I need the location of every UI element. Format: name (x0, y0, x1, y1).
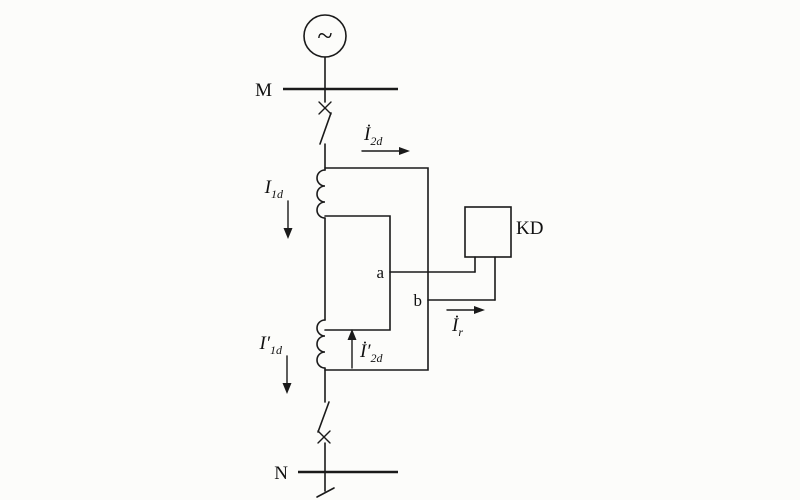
ct-secondary-outer-loop (324, 167, 429, 371)
ir-arrow-head (474, 306, 485, 314)
ir-label: İr (451, 315, 463, 339)
i1d-prime-main: I′ (259, 333, 271, 354)
i1d-arrow-head (283, 228, 293, 239)
ct-bottom-winding (316, 319, 326, 369)
disconnector-top-cross-2 (318, 101, 332, 115)
relay-kd: KD (464, 206, 543, 301)
continuation-slash (316, 487, 335, 498)
busbar-n-label: N (274, 463, 288, 484)
disconnector-top-blade (319, 112, 332, 145)
i1d-prime-label: I′1d (259, 333, 283, 357)
node-b-label: b (414, 291, 423, 310)
i2d-prime-arrow-head (347, 329, 357, 340)
current-i1d-annotation: I1d (264, 177, 293, 239)
relay-kd-box (464, 206, 512, 258)
i1d-label: I1d (264, 177, 284, 201)
current-i1d-prime-annotation: I′1d (259, 333, 292, 394)
i2d-sub: 2d (370, 134, 383, 148)
ac-source-symbol: ~ (317, 21, 332, 52)
i2d-label: İ2d (363, 124, 383, 148)
ac-source: ~ (303, 14, 347, 58)
i1d-main: I (264, 177, 273, 198)
i2d-arrow-head (399, 147, 410, 155)
disconnector-bottom (317, 401, 331, 473)
disconnector-bottom-blade (317, 401, 330, 433)
i2d-prime-sub: 2d (370, 351, 383, 365)
disconnector-top (318, 88, 332, 145)
disconnector-bottom-cross-2 (317, 430, 331, 444)
ir-main: İ (451, 315, 460, 336)
ct-secondary-inner-loop (324, 215, 391, 331)
i1d-sub: 1d (271, 187, 284, 201)
ct-top-winding (316, 169, 326, 219)
i1d-prime-sub: 1d (270, 343, 283, 357)
relay-kd-label: KD (516, 218, 543, 239)
ir-sub: r (458, 325, 463, 339)
current-ir-annotation: İr (446, 306, 485, 339)
i2d-prime-label: İ′2d (359, 341, 383, 365)
i2d-main: İ (363, 124, 372, 145)
node-a-label: a (376, 263, 384, 282)
busbar-m-label: M (255, 80, 272, 101)
i1d-prime-arrow-head (282, 383, 292, 394)
current-i2d-annotation: İ2d (361, 124, 410, 155)
current-i2d-prime-annotation: İ′2d (347, 329, 383, 369)
i2d-prime-main: İ′ (359, 341, 371, 362)
